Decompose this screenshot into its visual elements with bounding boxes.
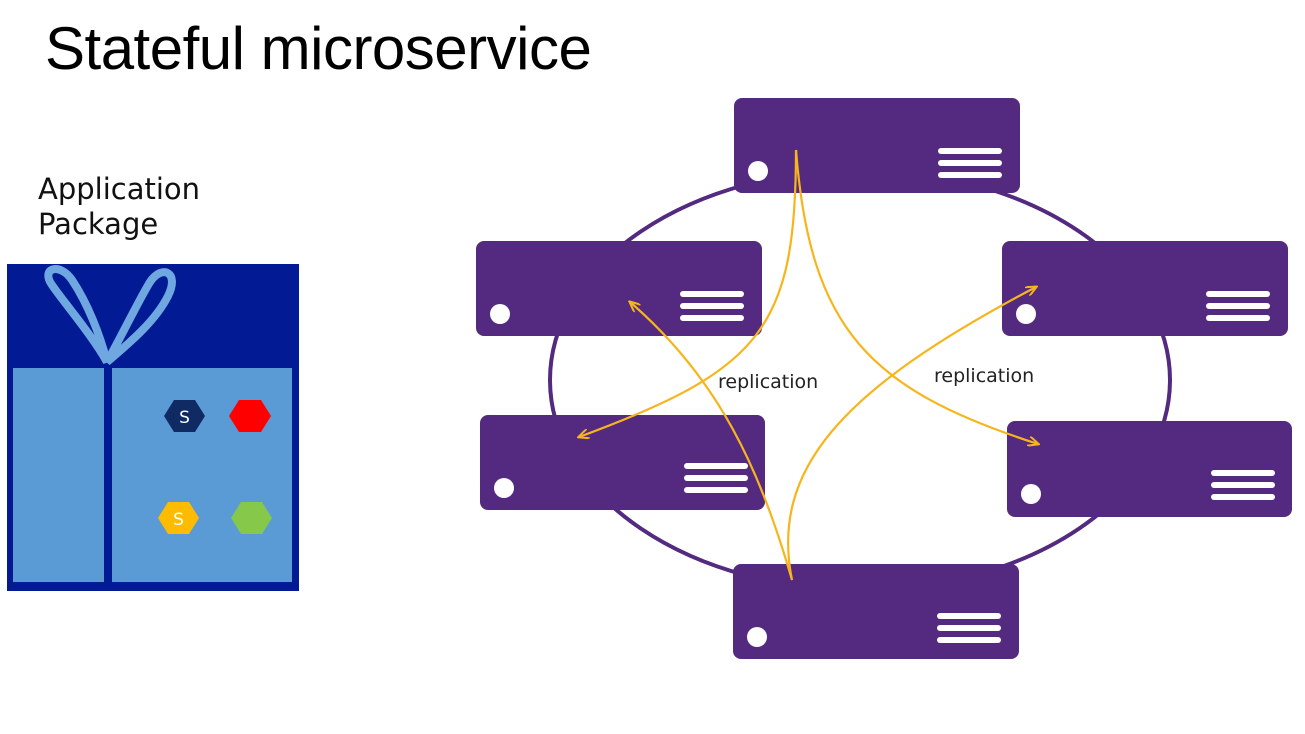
service-green-icon [231,502,272,534]
arrow-bottom-to-upper-right [787,287,1036,581]
node-led-icon [1016,304,1036,324]
cluster-node-bottom [733,564,1019,659]
service-s-yellow-icon [158,502,199,534]
package-panel-right [112,368,292,582]
cluster-ring [548,168,1172,592]
page-title: Stateful microservice [45,15,592,82]
node-led-icon [747,627,767,647]
package-bow [44,265,176,366]
service-red-icon [229,400,271,432]
node-led-icon [748,161,768,181]
replication-label-right: replication [934,365,1034,387]
replication-label-left: replication [718,371,818,393]
arrow-top-to-lower-left [579,149,798,437]
application-package-icon: S S [7,264,299,591]
replication-arrows [579,149,1038,581]
cluster-node-top [734,98,1020,193]
node-led-icon [490,304,510,324]
node-vents-icon [1211,470,1275,500]
arrow-top-to-lower-right [794,149,1038,444]
package-label-line2: Package [38,207,159,241]
cluster-node-lower-left [480,415,765,510]
node-vents-icon [1206,291,1270,321]
application-package-label: Application Package [38,172,200,242]
node-vents-icon [680,291,744,321]
cluster-node-lower-right [1007,421,1292,517]
package-panel-left [13,368,104,582]
node-vents-icon [938,148,1002,178]
arrow-bottom-to-upper-left [630,302,794,581]
service-s-navy-icon [164,400,205,432]
node-vents-icon [937,613,1001,643]
cluster-node-upper-right [1002,241,1288,336]
node-led-icon [1021,484,1041,504]
service-hexagons: S S [158,400,272,534]
package-label-line1: Application [38,172,201,206]
node-vents-icon [684,463,748,493]
cluster-node-upper-left [476,241,762,336]
service-s-navy-letter: S [179,408,190,428]
service-s-yellow-letter: S [173,510,184,530]
node-led-icon [494,478,514,498]
